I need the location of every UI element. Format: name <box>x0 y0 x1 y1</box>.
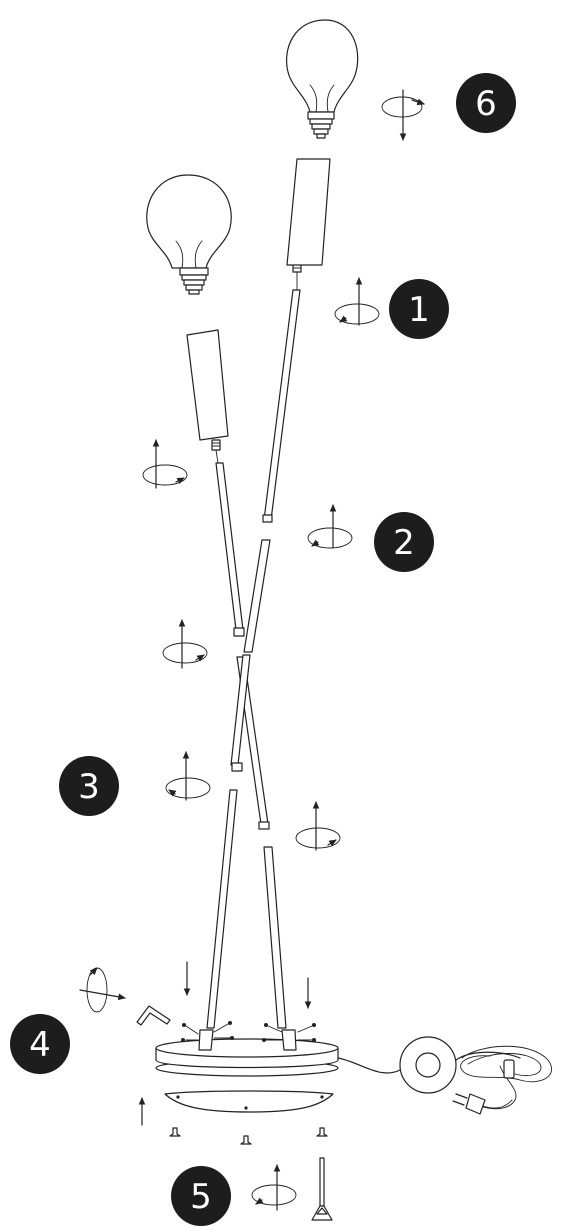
right-lamp-shade <box>286 158 331 266</box>
rotate-arrow-icon <box>165 751 211 801</box>
rotate-arrow-icon <box>381 89 425 141</box>
rotate-arrow-icon <box>79 967 126 1013</box>
rotate-arrow-icon <box>295 801 341 851</box>
step-badge-5: 5 <box>171 1166 231 1226</box>
rotate-arrow-icon <box>162 619 208 669</box>
allen-key-icon <box>136 1005 171 1026</box>
step-number: 3 <box>78 767 100 807</box>
step-badge-6: 6 <box>456 73 516 133</box>
step-number: 6 <box>475 84 497 124</box>
rotate-arrow-icon <box>334 277 380 326</box>
right-arm <box>236 261 302 1029</box>
power-cable <box>337 1036 552 1110</box>
step-number: 2 <box>393 523 415 563</box>
left-lamp-shade <box>186 329 229 441</box>
step-badge-4: 4 <box>10 1014 70 1074</box>
step-badge-2: 2 <box>374 512 434 572</box>
left-arm <box>206 439 251 1029</box>
lamp-base <box>155 1021 339 1077</box>
rotate-arrow-icon <box>142 439 188 489</box>
step-number: 5 <box>190 1177 212 1217</box>
base-cover-plate <box>164 1090 334 1113</box>
rotate-arrow-icon <box>307 504 353 549</box>
step-number: 1 <box>408 290 430 330</box>
base-screws <box>169 1127 328 1145</box>
step-badge-3: 3 <box>59 756 119 816</box>
light-bulb-icon <box>146 174 232 295</box>
step-number: 4 <box>29 1025 51 1065</box>
light-bulb-icon <box>286 19 359 139</box>
rotate-arrow-icon <box>251 1164 297 1211</box>
hook-tool-icon <box>311 1157 333 1221</box>
power-plug-icon <box>452 1093 513 1115</box>
step-badge-1: 1 <box>389 279 449 339</box>
